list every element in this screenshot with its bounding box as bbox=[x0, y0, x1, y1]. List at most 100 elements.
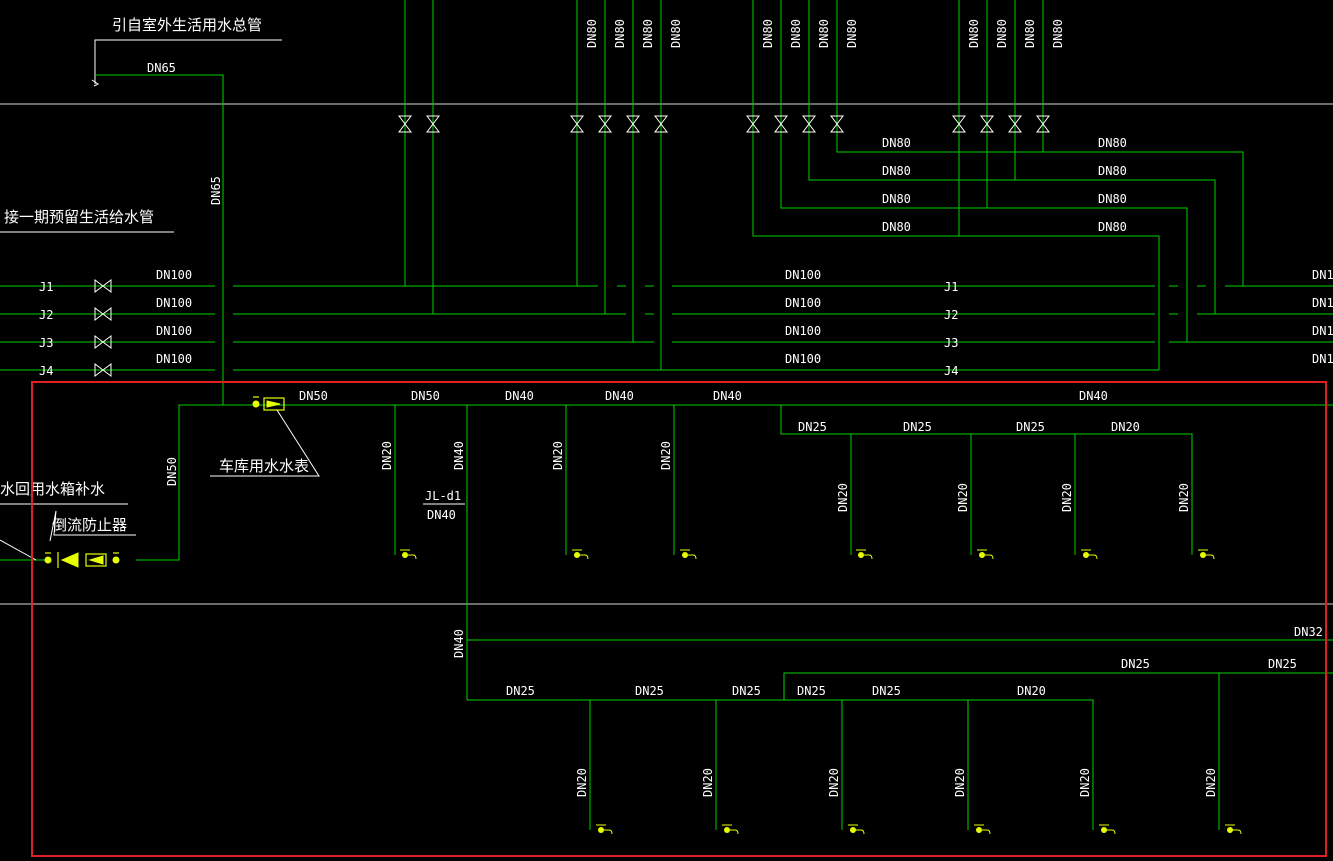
basement-labels: DN50 DN50 DN40 DN40 DN40 DN40 DN25 DN25 … bbox=[165, 389, 1323, 797]
dn20-vertical-label: DN20 bbox=[1204, 768, 1218, 797]
gate-valve-icon bbox=[398, 115, 412, 133]
valve-group-horizontal bbox=[94, 279, 112, 377]
dn100-label: DN100 bbox=[156, 324, 192, 338]
gate-valve-icon bbox=[94, 335, 112, 349]
dn40-label: DN40 bbox=[605, 389, 634, 403]
dn40-label: DN40 bbox=[1079, 389, 1108, 403]
hose-bibb-icon bbox=[722, 824, 739, 835]
valve-group-vertical bbox=[398, 115, 1050, 133]
phase1-connection: 接一期预留生活给水管 bbox=[0, 208, 174, 233]
dn100-label: DN100 bbox=[156, 296, 192, 310]
dn20-label: DN20 bbox=[1017, 684, 1046, 698]
dn65-label: DN65 bbox=[147, 61, 176, 75]
dn80-label: DN80 bbox=[1098, 192, 1127, 206]
dn25-label: DN25 bbox=[797, 684, 826, 698]
gate-valve-icon bbox=[626, 115, 640, 133]
dn20-vertical-label: DN20 bbox=[1078, 768, 1092, 797]
dn80-label: DN80 bbox=[1098, 220, 1127, 234]
dn40-label: DN40 bbox=[713, 389, 742, 403]
dn25-label: DN25 bbox=[732, 684, 761, 698]
dn80-label: DN80 bbox=[995, 19, 1009, 48]
gate-valve-icon bbox=[952, 115, 966, 133]
backflow-preventer: 水回用水箱补水 倒流防止器 bbox=[0, 480, 136, 568]
hose-bibb-icon bbox=[1225, 824, 1242, 835]
hose-bibb-icon bbox=[977, 549, 994, 560]
dn20-vertical-label: DN20 bbox=[836, 483, 850, 512]
valve-dot-icon bbox=[112, 556, 120, 564]
gate-valve-icon bbox=[94, 307, 112, 321]
dn20-vertical-label: DN20 bbox=[380, 441, 394, 470]
gate-valve-icon bbox=[1008, 115, 1022, 133]
dn20-vertical-label: DN20 bbox=[827, 768, 841, 797]
hose-bibb-icon bbox=[680, 549, 697, 560]
dn20-label: DN20 bbox=[1111, 420, 1140, 434]
dn40-vertical-label: DN40 bbox=[452, 441, 466, 470]
riser-label-j2-right: J2 bbox=[944, 308, 958, 322]
gate-valve-icon bbox=[1036, 115, 1050, 133]
dn25-label: DN25 bbox=[1121, 657, 1150, 671]
dn25-label: DN25 bbox=[1016, 420, 1045, 434]
dn80-label: DN80 bbox=[882, 136, 911, 150]
jl-riser-size: DN40 bbox=[427, 508, 456, 522]
gate-valve-icon bbox=[570, 115, 584, 133]
dn20-vertical-label: DN20 bbox=[659, 441, 673, 470]
dn20-vertical-label: DN20 bbox=[953, 768, 967, 797]
gate-valve-icon bbox=[426, 115, 440, 133]
dn50-label: DN50 bbox=[299, 389, 328, 403]
dn80-label: DN80 bbox=[1023, 19, 1037, 48]
dn50-vertical-label: DN50 bbox=[165, 457, 179, 486]
hose-bibb-icon bbox=[400, 549, 417, 560]
j-mains: J1 J2 J3 J4 J1 J2 J3 J4 DN100 DN100 DN10… bbox=[0, 268, 1333, 378]
gate-valve-icon bbox=[94, 363, 112, 377]
dn20-vertical-label: DN20 bbox=[1060, 483, 1074, 512]
dn80-label: DN80 bbox=[1051, 19, 1065, 48]
dn80-label: DN80 bbox=[789, 19, 803, 48]
dn20-vertical-label: DN20 bbox=[956, 483, 970, 512]
dn80-label: DN80 bbox=[882, 164, 911, 178]
dn20-vertical-label: DN20 bbox=[551, 441, 565, 470]
gate-valve-icon bbox=[746, 115, 760, 133]
gate-valve-icon bbox=[802, 115, 816, 133]
dn65-vertical-label: DN65 bbox=[209, 176, 223, 205]
riser-label-j3-right: J3 bbox=[944, 336, 958, 350]
phase1-pipe-label: 接一期预留生活给水管 bbox=[4, 208, 154, 226]
dn25-label: DN25 bbox=[506, 684, 535, 698]
dn80-label: DN80 bbox=[585, 19, 599, 48]
dn100-label: DN100 bbox=[156, 268, 192, 282]
dn10-label-truncated: DN10 bbox=[1312, 268, 1333, 282]
dn100-label: DN100 bbox=[785, 268, 821, 282]
dn80-label: DN80 bbox=[817, 19, 831, 48]
dn50-label: DN50 bbox=[411, 389, 440, 403]
dn10-label-truncated: DN10 bbox=[1312, 324, 1333, 338]
garage-water-meter: 车库用水水表 bbox=[210, 396, 320, 477]
dn20-vertical-label: DN20 bbox=[701, 768, 715, 797]
dn100-label: DN100 bbox=[156, 352, 192, 366]
riser-label-j1-right: J1 bbox=[944, 280, 958, 294]
garage-meter-label: 车库用水水表 bbox=[219, 457, 309, 475]
hose-bibb-icon bbox=[848, 824, 865, 835]
riser-label-j3-left: J3 bbox=[39, 336, 53, 350]
riser-label-j4-right: J4 bbox=[944, 364, 958, 378]
hose-bibb-icon bbox=[1081, 549, 1098, 560]
dn10-label-truncated: DN10 bbox=[1312, 296, 1333, 310]
dn80-label: DN80 bbox=[882, 192, 911, 206]
gate-valve-icon bbox=[774, 115, 788, 133]
dn100-label: DN100 bbox=[785, 352, 821, 366]
dn32-label: DN32 bbox=[1294, 625, 1323, 639]
dn80-label: DN80 bbox=[613, 19, 627, 48]
dn80-label: DN80 bbox=[845, 19, 859, 48]
gate-valve-icon bbox=[654, 115, 668, 133]
dn100-label: DN100 bbox=[785, 296, 821, 310]
valve-dot-icon bbox=[252, 400, 260, 408]
jl-riser-label: JL-d1 bbox=[425, 489, 461, 503]
valve-dot-icon bbox=[44, 556, 52, 564]
upper-risers bbox=[404, 0, 1244, 370]
dn20-vertical-label: DN20 bbox=[575, 768, 589, 797]
main-inlet-label: 引自室外生活用水总管 bbox=[112, 16, 262, 34]
tank-makeup-label: 水回用水箱补水 bbox=[0, 480, 105, 498]
dn25-label: DN25 bbox=[872, 684, 901, 698]
backflow-preventer-icon bbox=[60, 552, 79, 568]
dn40-label: DN40 bbox=[505, 389, 534, 403]
gate-valve-icon bbox=[598, 115, 612, 133]
